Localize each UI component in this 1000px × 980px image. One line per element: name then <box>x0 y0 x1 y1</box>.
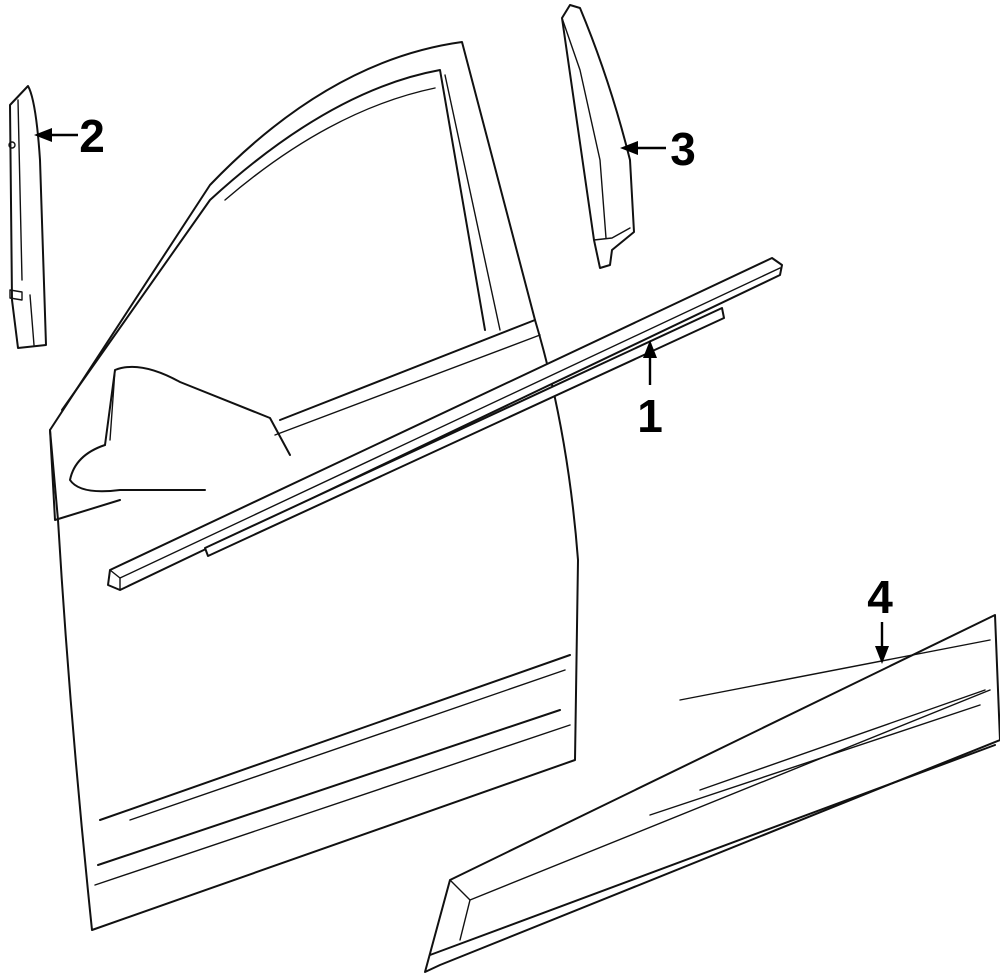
callout-2-arrowhead <box>34 128 52 142</box>
callout-4-label: 4 <box>867 571 893 623</box>
callout-4: 4 <box>867 571 893 664</box>
callout-3: 3 <box>620 123 696 175</box>
front-pillar-trim-part-2 <box>8 85 47 349</box>
callout-3-arrowhead <box>620 141 638 155</box>
callout-4-arrowhead <box>875 646 889 664</box>
callout-3-label: 3 <box>670 123 696 175</box>
belt-molding-part-1 <box>107 257 783 591</box>
callout-1-arrowhead <box>643 340 657 358</box>
callout-2: 2 <box>34 110 105 162</box>
body-side-molding-part-4 <box>424 614 1000 973</box>
callout-1-label: 1 <box>637 390 663 442</box>
callout-2-label: 2 <box>79 110 105 162</box>
callout-1: 1 <box>637 340 663 442</box>
front-door-shell <box>49 41 579 931</box>
rear-applique-part-3 <box>561 4 635 269</box>
